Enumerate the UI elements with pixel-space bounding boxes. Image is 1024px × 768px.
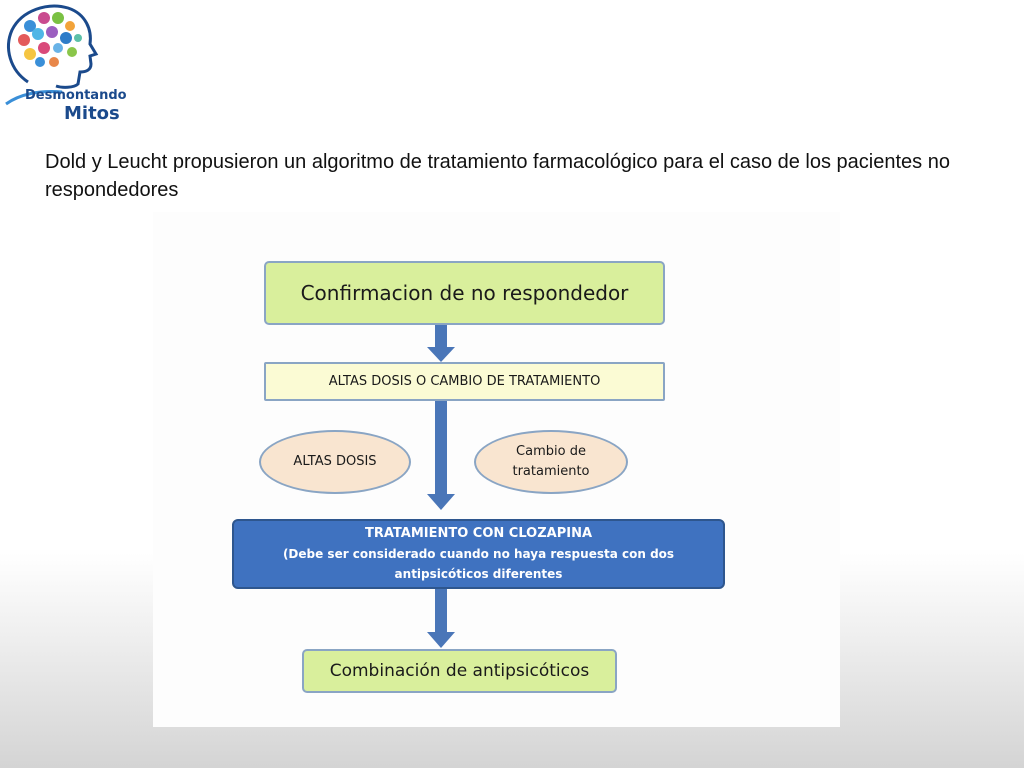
head-silhouette-icon [5, 4, 99, 106]
intro-text: Dold y Leucht propusieron un algoritmo d… [45, 151, 950, 201]
step-clozapine-note-line2: antipsicóticos diferentes [394, 567, 563, 581]
logo: Desmontando Mitos [0, 0, 140, 125]
step-confirm-label: Confirmacion de no respondedor [300, 281, 629, 305]
arrow-down-icon [427, 401, 455, 510]
arrow-down-icon [427, 589, 455, 648]
arrow-down-icon [427, 325, 455, 362]
step-clozapine-note-line1: (Debe ser considerado cuando no haya res… [282, 547, 675, 561]
option-high-dose-label: ALTAS DOSIS [293, 454, 377, 469]
logo-word-desmontando: Desmontando [25, 88, 127, 103]
option-change-treatment-line1: Cambio de [516, 444, 586, 459]
step-antipsychotic-combination: Combinación de antipsicóticos [302, 649, 617, 693]
treatment-flowchart: Confirmacion de no respondedor ALTAS DOS… [153, 212, 840, 727]
step-high-dose-or-switch: ALTAS DOSIS O CAMBIO DE TRATAMIENTO [264, 362, 665, 401]
step-clozapine-title: TRATAMIENTO CON CLOZAPINA [364, 526, 593, 541]
step-high-dose-or-switch-label: ALTAS DOSIS O CAMBIO DE TRATAMIENTO [328, 374, 601, 389]
logo-word-mitos: Mitos [64, 103, 120, 124]
step-clozapine-treatment: TRATAMIENTO CON CLOZAPINA (Debe ser cons… [232, 519, 725, 589]
step-antipsychotic-combination-label: Combinación de antipsicóticos [329, 661, 590, 681]
option-change-treatment: Cambio de tratamiento [474, 430, 628, 494]
option-change-treatment-line2: tratamiento [512, 464, 590, 479]
step-confirm-non-responder: Confirmacion de no respondedor [264, 261, 665, 325]
option-high-dose: ALTAS DOSIS [259, 430, 411, 494]
flow-arrows [427, 325, 455, 648]
